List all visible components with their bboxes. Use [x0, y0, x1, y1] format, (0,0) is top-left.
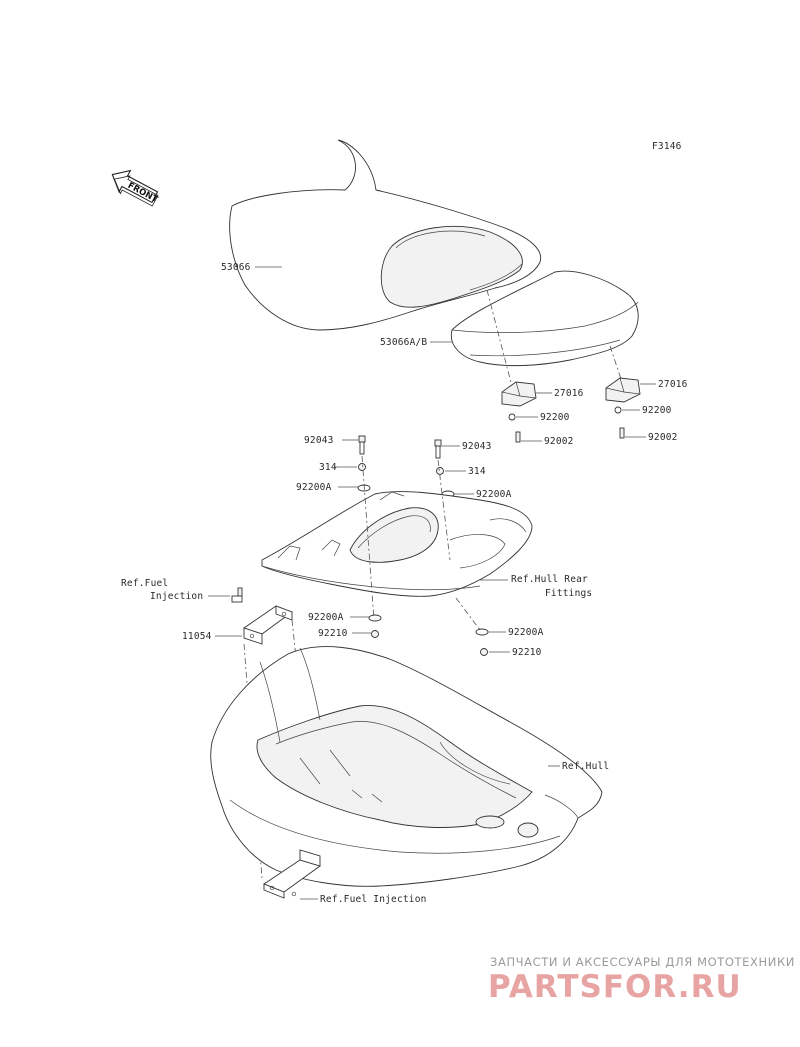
callout-92200a-right-top: 92200A: [476, 489, 512, 500]
damper-right: [605, 377, 641, 403]
callout-92002-left: 92002: [544, 436, 574, 447]
callout-ref-hull: Ref.Hull: [562, 761, 609, 772]
callout-92043-left: 92043: [304, 435, 334, 446]
callout-53066ab: 53066A/B: [380, 337, 427, 348]
hull-rear-fittings: [261, 491, 533, 597]
fuel-bracket-lower: [263, 849, 322, 899]
callout-92043-right: 92043: [462, 441, 492, 452]
figure-code: F3146: [652, 141, 682, 152]
callout-92200-left: 92200: [540, 412, 570, 423]
damper-left: [501, 381, 537, 407]
callout-27016-left: 27016: [554, 388, 584, 399]
callout-92200a-left-bottom: 92200A: [308, 612, 344, 623]
hull: [210, 646, 603, 887]
seat-rear: [450, 270, 639, 367]
callout-92002-right: 92002: [648, 432, 678, 443]
callout-ref-fuel-top-2: Injection: [150, 591, 203, 602]
callout-27016-right: 27016: [658, 379, 688, 390]
watermark-brand: PARTSFOR.RU: [488, 969, 742, 1005]
watermark-tagline: ЗАПЧАСТИ И АКСЕССУАРЫ ДЛЯ МОТОТЕХНИКИ: [490, 955, 795, 969]
callout-92200a-left-top: 92200A: [296, 482, 332, 493]
callout-314-left: 314: [319, 462, 337, 473]
callout-ref-fuel-bottom: Ref.Fuel Injection: [320, 894, 427, 905]
bracket-11054: [243, 605, 293, 645]
callout-ref-hull-rear: Ref.Hull Rear: [511, 574, 588, 585]
callout-92200-right: 92200: [642, 405, 672, 416]
callout-92200a-right-bottom: 92200A: [508, 627, 544, 638]
bolt-left: [358, 435, 366, 455]
callout-53066: 53066: [221, 262, 251, 273]
fuel-screw: [231, 587, 243, 603]
seat-front: [229, 139, 542, 331]
bolt-right: [434, 439, 442, 459]
callout-314-right: 314: [468, 466, 486, 477]
callout-11054: 11054: [182, 631, 212, 642]
front-arrow-icon: FRONT: [111, 169, 159, 207]
callout-92210-left: 92210: [318, 628, 348, 639]
callout-92210-right: 92210: [512, 647, 542, 658]
callout-ref-hull-rear-2: Fittings: [545, 588, 592, 599]
callout-ref-fuel-top: Ref.Fuel: [121, 578, 168, 589]
